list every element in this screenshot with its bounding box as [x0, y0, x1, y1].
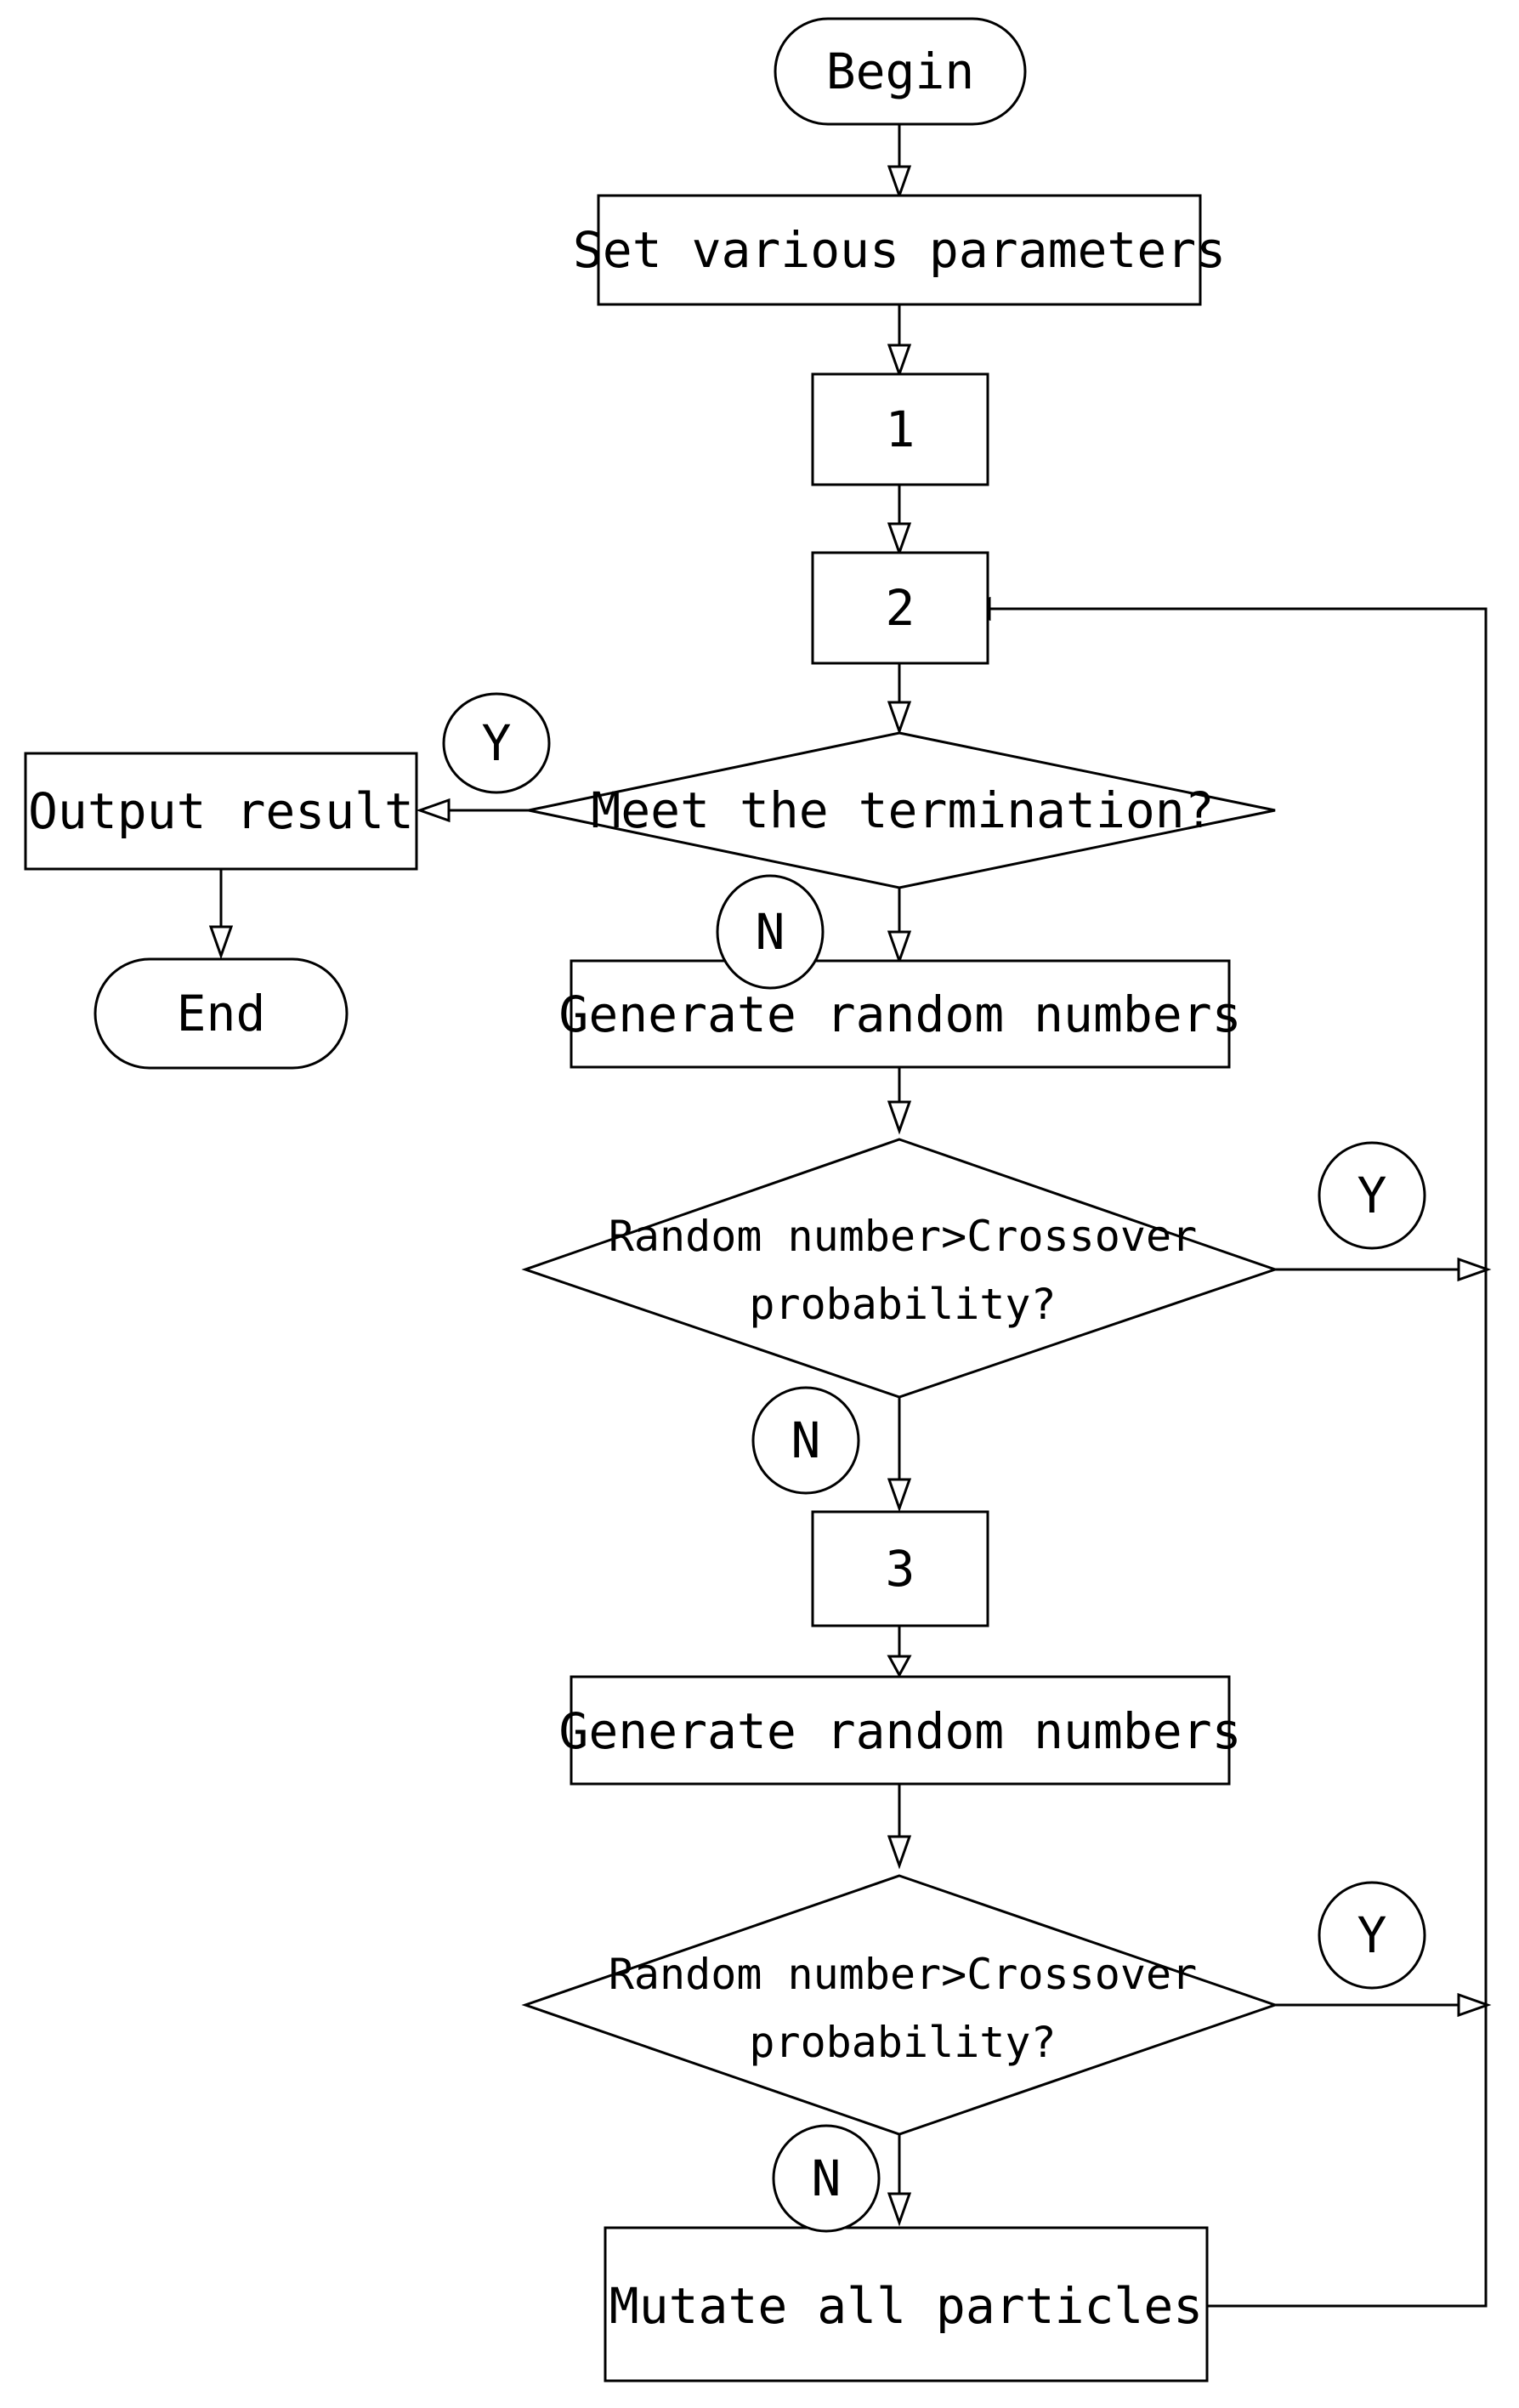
arrowhead-crossover2	[887, 1835, 912, 1870]
arrowhead-generate2	[887, 1655, 912, 1678]
crossover2-no-label: N	[812, 2150, 842, 2207]
termination-label: Meet the termination?	[591, 781, 1214, 839]
set-parameters-box: Set various parameters	[573, 194, 1226, 306]
mutate-label: Mutate all particles	[609, 2277, 1203, 2335]
arrowhead-step1	[887, 344, 912, 378]
step1-label: 1	[886, 400, 915, 458]
output-result-box: Output result	[24, 752, 418, 871]
crossover-decision-1: Random number>Crossover probability?	[521, 1138, 1279, 1399]
arrowhead-crossover1-yes	[1457, 1257, 1492, 1282]
set-parameters-label: Set various parameters	[573, 221, 1226, 279]
output-result-label: Output result	[28, 782, 414, 840]
end-label: End	[177, 985, 266, 1042]
badge-crossover1-no: N	[751, 1386, 860, 1495]
arrowhead-step3	[887, 1478, 912, 1513]
arrowhead-end	[208, 925, 234, 960]
termination-decision: Meet the termination?	[528, 731, 1276, 889]
crossover1-no-label: N	[791, 1411, 821, 1469]
step3-box: 3	[811, 1510, 989, 1627]
crossover-1-label-line2: probability?	[749, 1280, 1056, 1329]
crossover1-yes-label: Y	[1357, 1167, 1387, 1224]
badge-termination-no: N	[716, 874, 825, 990]
generate-random-label-2: Generate random numbers	[558, 1702, 1241, 1760]
connector-feedback-loop	[989, 607, 1488, 2308]
badge-crossover2-no: N	[772, 2124, 881, 2233]
generate-random-box-1: Generate random numbers	[558, 959, 1242, 1069]
arrowhead-params	[887, 165, 912, 200]
step2-label: 2	[886, 579, 915, 637]
crossover-2-label-line2: probability?	[749, 2018, 1056, 2067]
arrowhead-step2	[887, 522, 912, 557]
badge-termination-yes: Y	[442, 692, 551, 794]
begin-node: Begin	[774, 17, 1027, 126]
crossover-decision-2: Random number>Crossover probability?	[521, 1874, 1279, 2136]
end-node: End	[94, 957, 349, 1070]
mutate-box: Mutate all particles	[604, 2226, 1209, 2382]
generate-random-box-2: Generate random numbers	[558, 1675, 1242, 1786]
arrowhead-mutate	[887, 2192, 912, 2227]
arrowhead-crossover1	[887, 1100, 912, 1135]
arrowhead-output	[416, 798, 451, 823]
step1-box: 1	[811, 372, 989, 486]
arrowhead-crossover2-yes	[1457, 1992, 1492, 2018]
step2-box: 2	[811, 551, 989, 665]
arrowhead-generate1	[887, 930, 912, 965]
begin-label: Begin	[826, 43, 975, 100]
step3-label: 3	[886, 1540, 915, 1598]
generate-random-label-1: Generate random numbers	[558, 985, 1241, 1043]
arrowhead-termination	[887, 701, 912, 735]
termination-yes-label: Y	[482, 714, 512, 772]
connectors	[219, 124, 1488, 2308]
badge-crossover2-yes: Y	[1318, 1881, 1426, 1990]
crossover-1-label-line1: Random number>Crossover	[609, 1212, 1197, 1261]
crossover2-yes-label: Y	[1357, 1906, 1387, 1964]
termination-no-label: N	[756, 903, 785, 961]
badge-crossover1-yes: Y	[1318, 1141, 1426, 1250]
crossover-2-label-line1: Random number>Crossover	[609, 1950, 1197, 1999]
